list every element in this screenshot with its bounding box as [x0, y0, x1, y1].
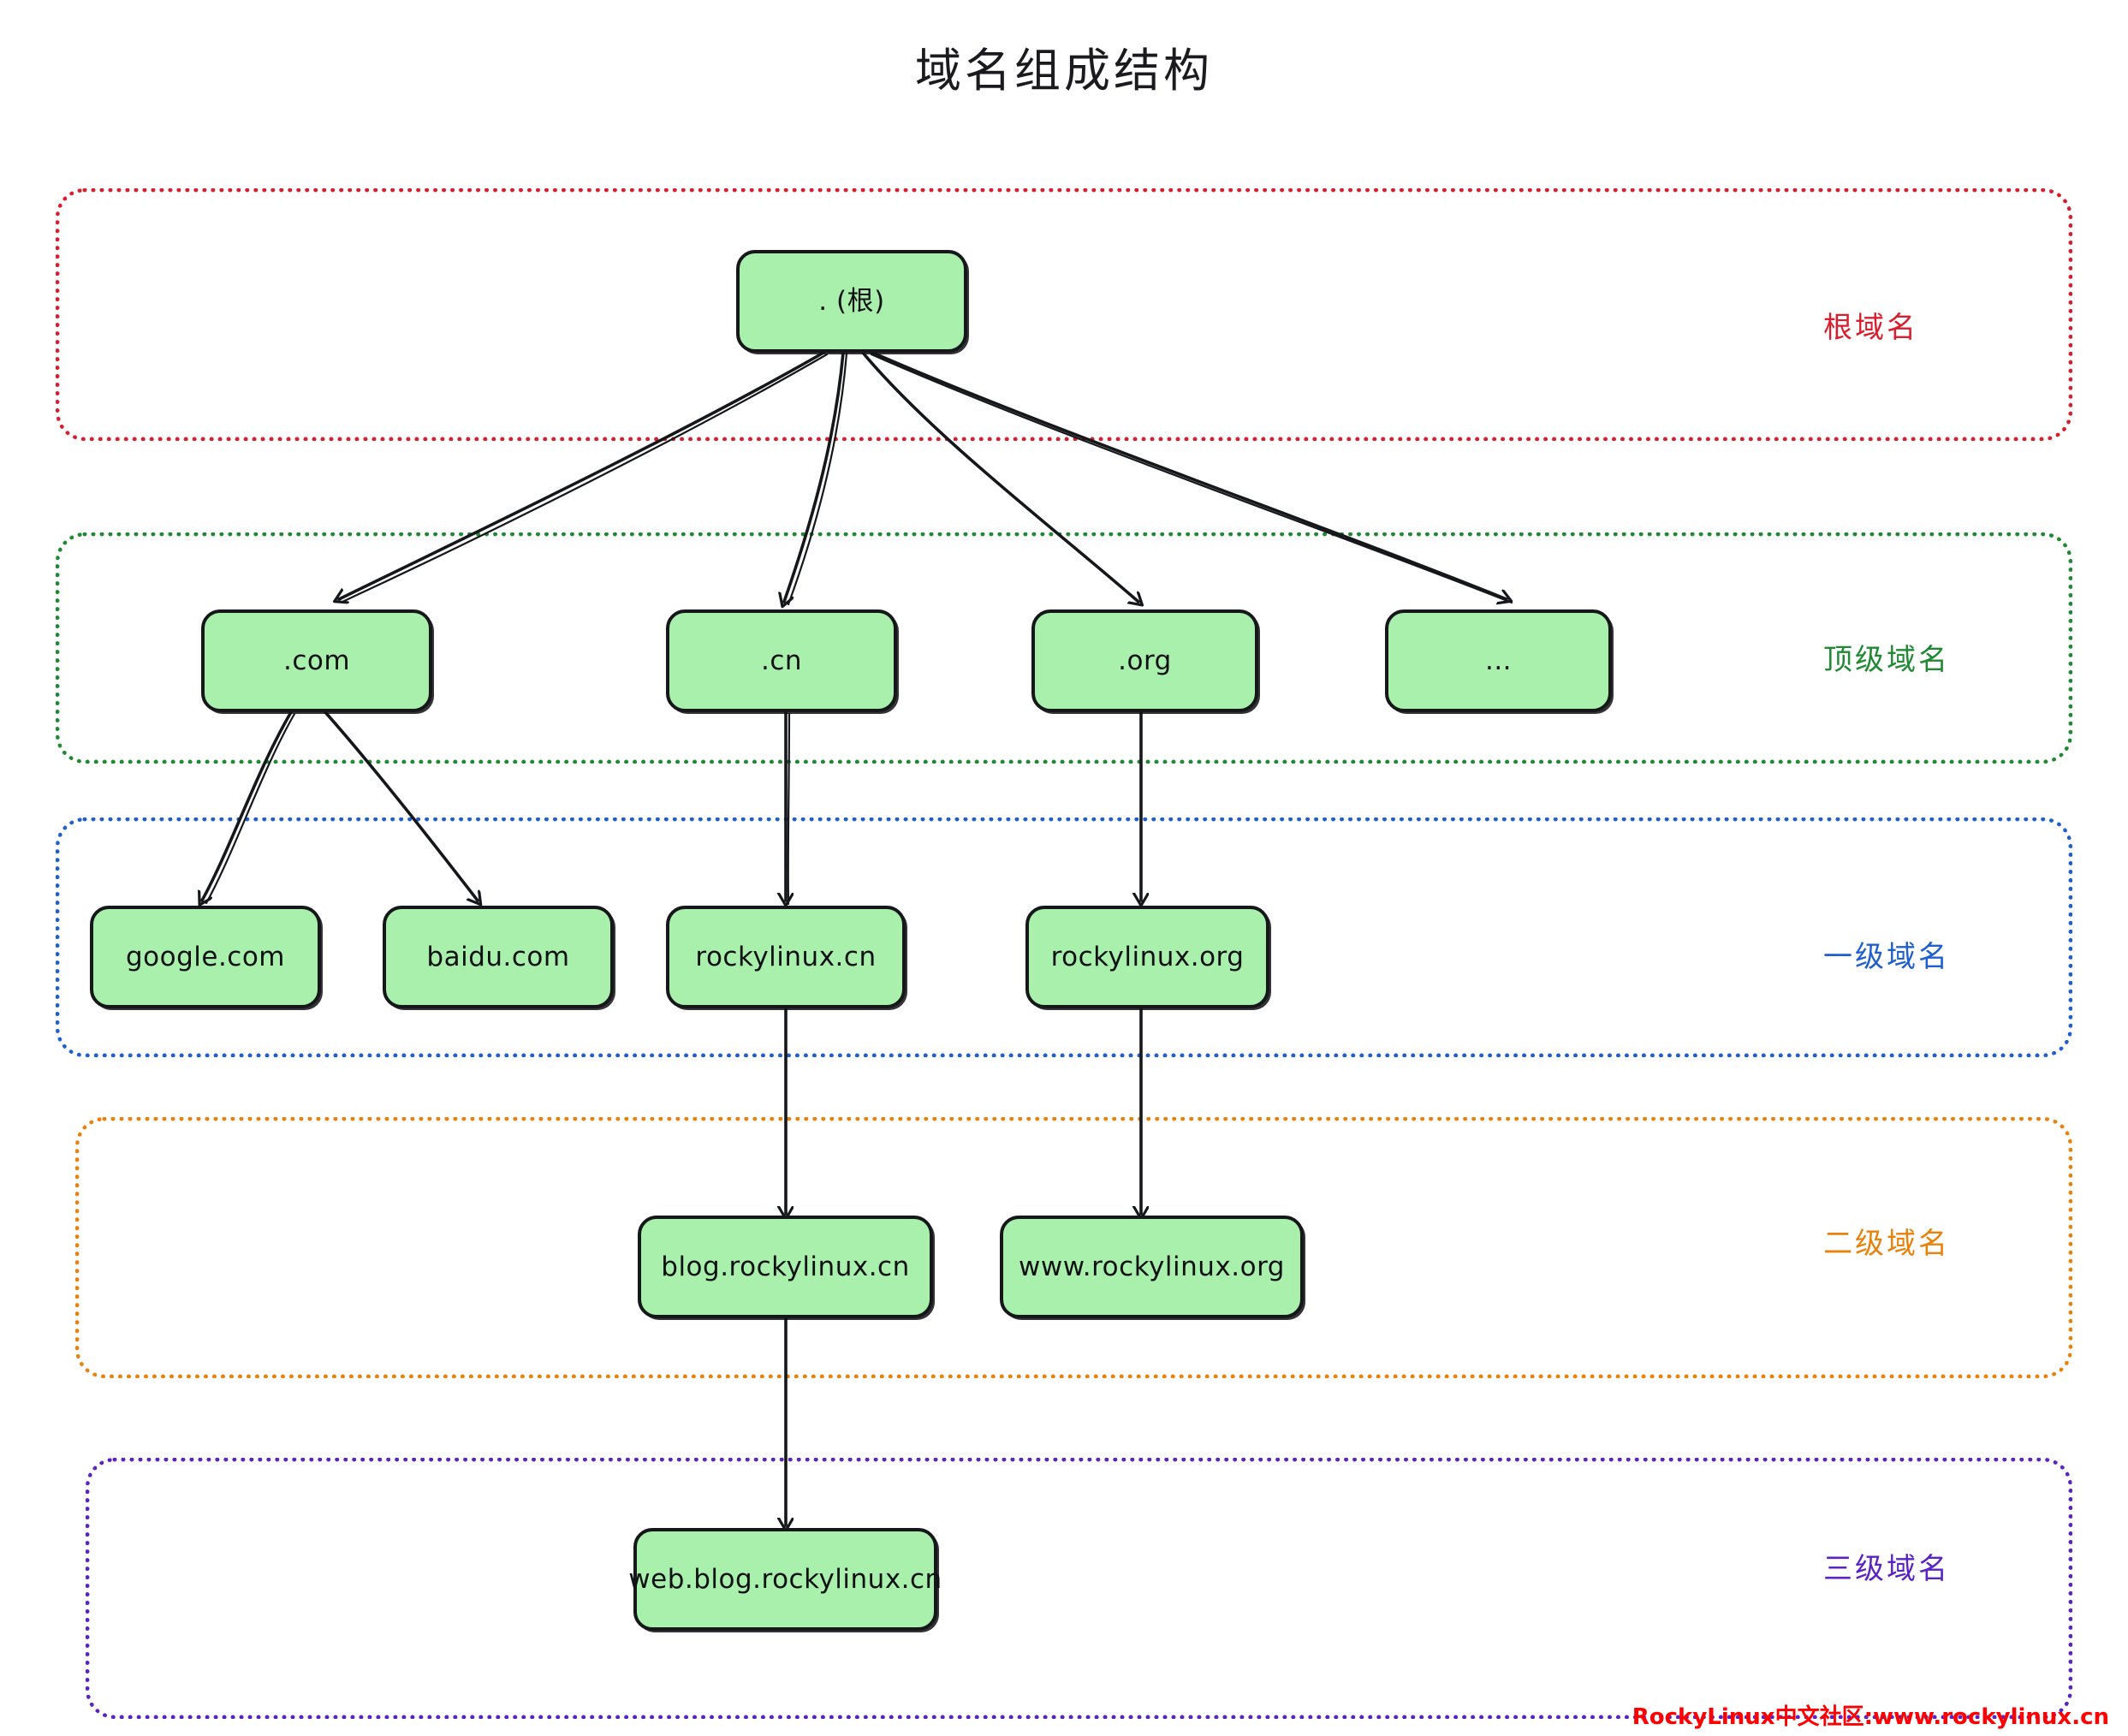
- node-www-rockylinux-org[interactable]: www.rockylinux.org: [1000, 1216, 1304, 1318]
- band-label-level1: 一级域名: [1823, 940, 1950, 974]
- node-web-blog-rockylinux-cn[interactable]: web.blog.rockylinux.cn: [628, 1528, 942, 1631]
- band-root-domain: [56, 188, 2072, 441]
- band-level1-domain: [56, 817, 2072, 1057]
- node-tld-cn[interactable]: .cn: [666, 609, 897, 712]
- band-label-root: 根域名: [1823, 311, 1918, 345]
- node-tld-org[interactable]: .org: [1031, 609, 1258, 712]
- band-label-level2: 二级域名: [1823, 1227, 1950, 1261]
- band-label-tld: 顶级域名: [1823, 643, 1950, 677]
- band-label-level3: 三级域名: [1823, 1552, 1950, 1586]
- watermark: RockyLinux中文社区:www.rockylinux.cn: [1632, 1704, 2109, 1730]
- node-root[interactable]: . (根): [736, 250, 967, 353]
- page-title: 域名组成结构: [915, 44, 1213, 98]
- band-level2-domain: [75, 1117, 2072, 1378]
- node-tld-more[interactable]: ...: [1385, 609, 1612, 712]
- node-rockylinux-org[interactable]: rockylinux.org: [1025, 906, 1269, 1008]
- node-baidu-com[interactable]: baidu.com: [383, 906, 614, 1008]
- band-level3-domain: [86, 1458, 2072, 1719]
- node-tld-com[interactable]: .com: [201, 609, 432, 712]
- node-rockylinux-cn[interactable]: rockylinux.cn: [666, 906, 906, 1008]
- node-blog-rockylinux-cn[interactable]: blog.rockylinux.cn: [638, 1216, 933, 1318]
- node-google-com[interactable]: google.com: [90, 906, 321, 1008]
